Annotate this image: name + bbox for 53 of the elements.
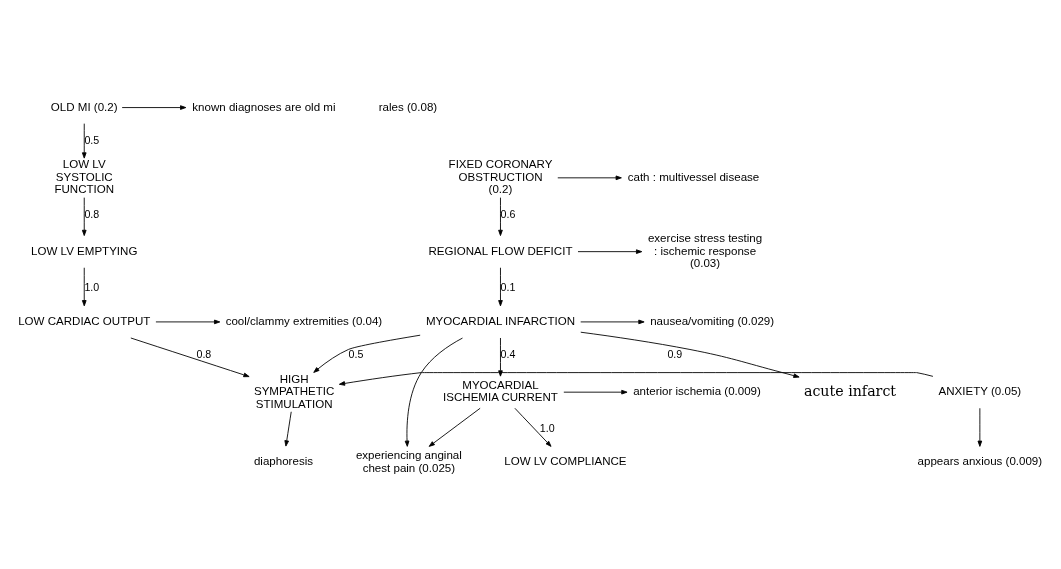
label: rales (0.08) <box>378 100 438 113</box>
arrow <box>130 337 250 377</box>
arrow <box>81 266 87 306</box>
node-text: LOW LV EMPTYING <box>31 244 138 257</box>
arrow <box>498 196 503 236</box>
edge-label: 0.9 <box>667 347 683 360</box>
node-text: LOW LV COMPLIANCE <box>504 454 627 467</box>
arrow <box>338 371 934 386</box>
arrow <box>81 122 87 159</box>
node-text: LOW CARDIAC OUTPUT <box>18 314 151 327</box>
arrow <box>313 334 421 373</box>
node-text: known diagnoses are old mi <box>192 100 336 113</box>
node-text: anterior ischemia (0.009) <box>633 384 761 397</box>
node-text: experiencing anginal chest pain (0.025) <box>355 448 462 474</box>
node-text: OLD MI (0.2) <box>50 100 118 113</box>
arrow <box>121 104 187 110</box>
edge-label: 0.5 <box>348 347 364 360</box>
node-text: nausea/vomiting (0.029) <box>650 314 775 327</box>
arrow <box>580 331 800 378</box>
arrow <box>557 175 622 180</box>
node-text: HIGH SYMPATHETIC STIMULATION <box>253 372 335 410</box>
arrow <box>977 407 983 447</box>
arrow <box>514 407 552 447</box>
node-text: MYOCARDIAL ISCHEMIA CURRENT <box>443 378 558 403</box>
arrow <box>428 407 481 447</box>
edge-label: 0.4 <box>500 347 516 360</box>
arrow <box>284 410 292 447</box>
edge-label: 0.5 <box>84 133 100 146</box>
arrow <box>563 389 628 394</box>
arrow <box>498 266 503 306</box>
arrow <box>81 196 87 236</box>
node-text: cath : multivessel disease <box>627 170 760 183</box>
node-text: acute infarct <box>803 382 897 399</box>
node-text: REGIONAL FLOW DEFICIT <box>428 244 573 257</box>
edge-label: 0.8 <box>196 347 212 360</box>
arrow <box>577 248 643 254</box>
node-text: exercise stress testing : ischemic response (0.03) <box>647 231 763 269</box>
arrow <box>498 337 503 377</box>
edge-label: 0.6 <box>500 207 516 219</box>
edge-label: 1.0 <box>84 280 100 293</box>
arrow <box>404 337 463 447</box>
node-text: appears anxious (0.009) <box>917 454 1043 467</box>
node-text: LOW LV SYSTOLIC FUNCTION <box>54 157 115 195</box>
edge-label: 0.1 <box>500 280 516 293</box>
node-text: diaphoresis <box>253 454 313 467</box>
node-text: MYOCARDIAL INFARCTION <box>425 314 576 327</box>
node-text: FIXED CORONARY OBSTRUCTION (0.2) <box>448 157 553 195</box>
arrow <box>580 319 645 324</box>
node-text: cool/clammy extremities (0.04) <box>225 314 383 327</box>
edge-label: 0.8 <box>84 207 100 219</box>
node-text: ANXIETY (0.05) <box>938 384 1022 397</box>
arrow <box>155 319 221 324</box>
edge-label: 1.0 <box>539 421 555 434</box>
